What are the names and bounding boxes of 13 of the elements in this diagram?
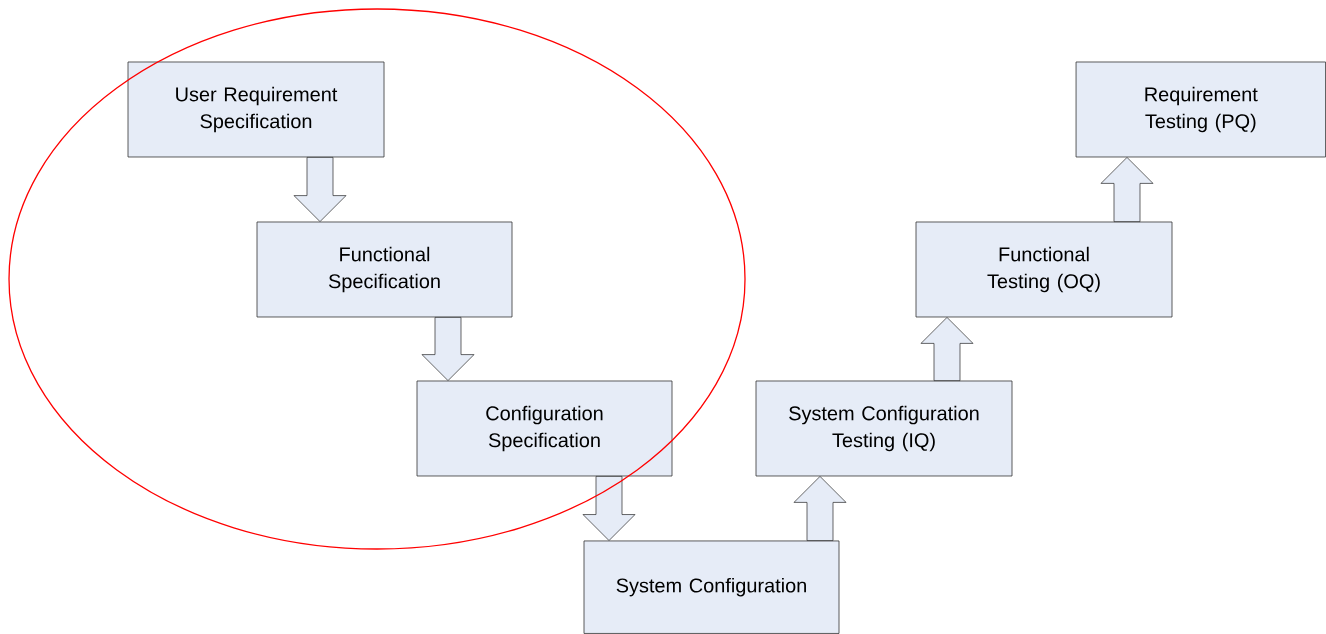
process-box: System Configuration Testing (IQ) bbox=[755, 380, 1013, 477]
process-box: Functional Testing (OQ) bbox=[915, 221, 1173, 318]
block-arrow bbox=[293, 157, 347, 222]
process-box: Functional Specification bbox=[256, 221, 513, 318]
process-box: User Requirement Specification bbox=[127, 61, 385, 158]
block-arrow bbox=[920, 317, 974, 381]
process-box: Configuration Specification bbox=[416, 380, 673, 477]
block-arrow bbox=[421, 317, 475, 381]
process-box: Requirement Testing (PQ) bbox=[1075, 61, 1326, 158]
block-arrow bbox=[793, 476, 847, 541]
process-box: System Configuration bbox=[583, 540, 840, 634]
block-arrow bbox=[582, 476, 636, 541]
block-arrow bbox=[1100, 157, 1154, 222]
